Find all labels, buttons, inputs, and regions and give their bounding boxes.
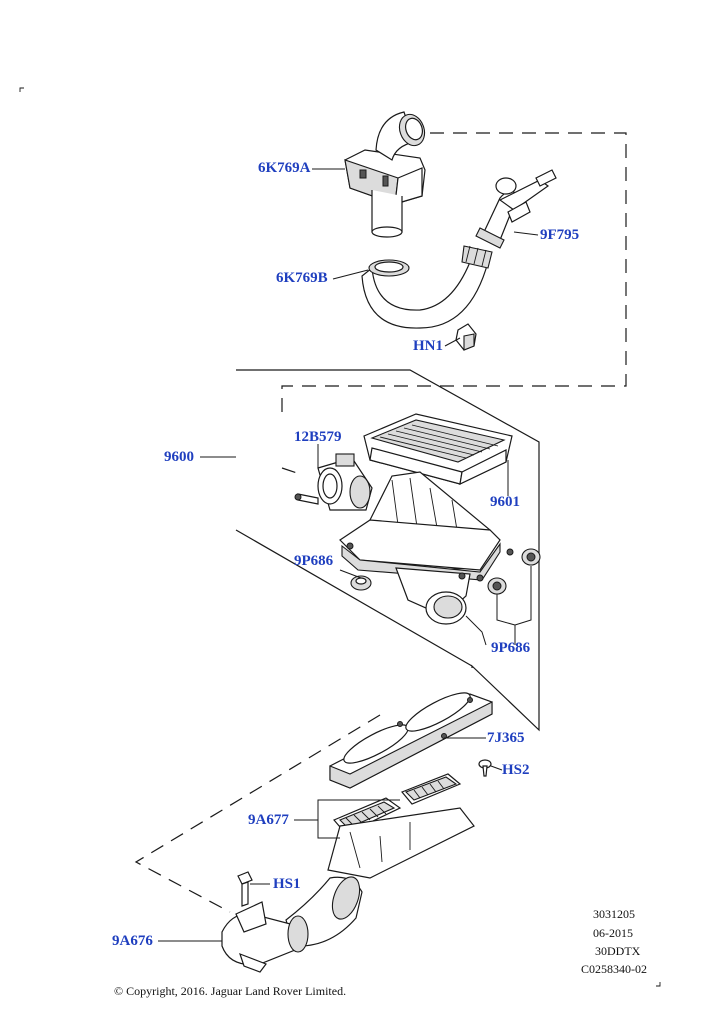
leader-lines	[158, 168, 539, 942]
part-9601-air-filter[interactable]	[363, 413, 513, 486]
dashed-group-outline-lower	[134, 714, 381, 913]
label-6K769B[interactable]: 6K769B	[276, 270, 328, 286]
label-HN1[interactable]: HN1	[413, 338, 443, 354]
label-9601[interactable]: 9601	[490, 494, 520, 510]
label-9600[interactable]: 9600	[164, 449, 194, 465]
label-7J365[interactable]: 7J365	[487, 730, 525, 746]
copyright-notice: © Copyright, 2016. Jaguar Land Rover Lim…	[114, 984, 347, 998]
assembly-frame-9600	[235, 369, 540, 732]
reference-code: 30DDTX	[595, 944, 641, 958]
part-9F795-pipe[interactable]	[475, 169, 557, 249]
label-6K769A[interactable]: 6K769A	[258, 160, 311, 176]
part-6K769A-resonator[interactable]	[344, 111, 429, 238]
label-9F795[interactable]: 9F795	[540, 227, 580, 243]
label-9A676[interactable]: 9A676	[112, 933, 153, 949]
reference-illustration-id: C0258340-02	[581, 962, 647, 976]
label-9A677[interactable]: 9A677	[248, 812, 289, 828]
reference-number: 3031205	[593, 907, 635, 921]
part-6K769B-duct[interactable]	[361, 245, 493, 329]
part-HS2-screw[interactable]	[478, 759, 492, 777]
corner-mark	[656, 982, 661, 987]
label-9P686-right[interactable]: 9P686	[491, 640, 531, 656]
part-12B579-mass-airflow-sensor[interactable]	[294, 453, 373, 511]
dashed-group-outline-upper	[281, 132, 627, 420]
part-HS1-bolt[interactable]	[237, 871, 253, 907]
label-12B579[interactable]: 12B579	[294, 429, 342, 445]
reference-date: 06-2015	[593, 926, 633, 940]
part-7J365-seal[interactable]	[329, 686, 493, 789]
part-9P686-grommet-left[interactable]	[350, 575, 372, 591]
part-9A676-intake-duct[interactable]	[221, 807, 475, 973]
dashed-leader	[281, 467, 301, 475]
label-HS1[interactable]: HS1	[273, 876, 301, 892]
part-9600-air-cleaner-housing[interactable]	[339, 471, 514, 625]
label-HS2[interactable]: HS2	[502, 762, 530, 778]
part-HN1-nut[interactable]	[455, 323, 477, 351]
corner-mark	[19, 87, 24, 92]
part-9P686-grommet-right[interactable]	[487, 548, 541, 595]
label-9P686-left[interactable]: 9P686	[294, 553, 334, 569]
